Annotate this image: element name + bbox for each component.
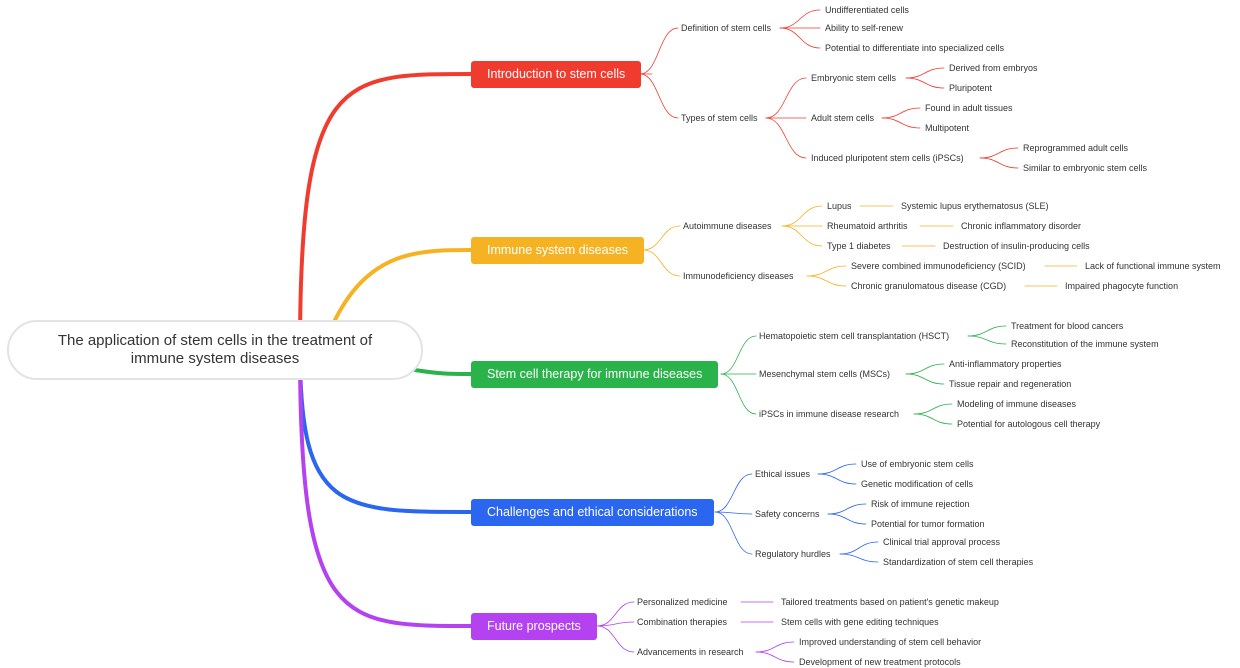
- node-ipscs-research[interactable]: iPSCs in immune disease research: [759, 409, 900, 419]
- branch-challenges[interactable]: Challenges and ethical considerations: [471, 499, 714, 526]
- node-types-of-stem-cells[interactable]: Types of stem cells: [681, 113, 758, 123]
- node-safety-concerns[interactable]: Safety concerns: [755, 509, 820, 519]
- leaf-stem-cell-behavior[interactable]: Improved understanding of stem cell beha…: [799, 637, 982, 647]
- root-topic[interactable]: The application of stem cells in the tre…: [7, 320, 423, 380]
- leaf-trial-approval[interactable]: Clinical trial approval process: [883, 537, 1001, 547]
- node-definition-of-stem-cells[interactable]: Definition of stem cells: [681, 23, 772, 33]
- branch-stem-cell-therapy[interactable]: Stem cell therapy for immune diseases: [471, 361, 719, 388]
- leaf-undifferentiated-cells[interactable]: Undifferentiated cells: [825, 5, 909, 15]
- leaf-gene-editing[interactable]: Stem cells with gene editing techniques: [781, 617, 939, 627]
- leaf-immune-reconstitution[interactable]: Reconstitution of the immune system: [1011, 339, 1159, 349]
- node-advancements-in-research[interactable]: Advancements in research: [637, 647, 744, 657]
- leaf-impaired-phagocyte[interactable]: Impaired phagocyte function: [1065, 281, 1179, 291]
- branch-future-prospects[interactable]: Future prospects: [471, 613, 597, 640]
- leaf-derived-from-embryos[interactable]: Derived from embryos: [949, 63, 1038, 73]
- node-cgd[interactable]: Chronic granulomatous disease (CGD): [851, 281, 1007, 291]
- leaf-lack-of-immune-system[interactable]: Lack of functional immune system: [1085, 261, 1221, 271]
- node-type-1-diabetes[interactable]: Type 1 diabetes: [827, 241, 891, 251]
- leaf-self-renew[interactable]: Ability to self-renew: [825, 23, 904, 33]
- leaf-immune-rejection[interactable]: Risk of immune rejection: [871, 499, 970, 509]
- node-ipscs[interactable]: Induced pluripotent stem cells (iPSCs): [811, 153, 964, 163]
- leaf-insulin-destruction[interactable]: Destruction of insulin-producing cells: [943, 241, 1090, 251]
- leaf-tissue-repair[interactable]: Tissue repair and regeneration: [949, 379, 1072, 389]
- node-hsct[interactable]: Hematopoietic stem cell transplantation …: [759, 331, 950, 341]
- branch-immune-system-diseases[interactable]: Immune system diseases: [471, 237, 645, 264]
- node-adult-stem-cells[interactable]: Adult stem cells: [811, 113, 875, 123]
- node-autoimmune-diseases[interactable]: Autoimmune diseases: [683, 221, 772, 231]
- leaf-new-protocols[interactable]: Development of new treatment protocols: [799, 657, 961, 667]
- node-mscs[interactable]: Mesenchymal stem cells (MSCs): [759, 369, 891, 379]
- leaf-similar-to-embryonic[interactable]: Similar to embryonic stem cells: [1023, 163, 1148, 173]
- leaf-genetic-modification[interactable]: Genetic modification of cells: [861, 479, 974, 489]
- branch-introduction[interactable]: Introduction to stem cells: [471, 61, 642, 88]
- root-title: The application of stem cells in the tre…: [57, 332, 373, 367]
- leaf-found-in-adult-tissues[interactable]: Found in adult tissues: [925, 103, 1013, 113]
- leaf-reprogrammed-adult-cells[interactable]: Reprogrammed adult cells: [1023, 143, 1129, 153]
- leaf-blood-cancers[interactable]: Treatment for blood cancers: [1011, 321, 1124, 331]
- leaf-multipotent[interactable]: Multipotent: [925, 123, 970, 133]
- leaf-tailored-treatments[interactable]: Tailored treatments based on patient's g…: [781, 597, 999, 607]
- leaf-differentiate[interactable]: Potential to differentiate into speciali…: [825, 43, 1004, 53]
- node-embryonic-stem-cells[interactable]: Embryonic stem cells: [811, 73, 897, 83]
- leaf-sle[interactable]: Systemic lupus erythematosus (SLE): [901, 201, 1049, 211]
- leaf-embryonic-use[interactable]: Use of embryonic stem cells: [861, 459, 974, 469]
- leaf-modeling-diseases[interactable]: Modeling of immune diseases: [957, 399, 1077, 409]
- node-lupus[interactable]: Lupus: [827, 201, 852, 211]
- node-personalized-medicine[interactable]: Personalized medicine: [637, 597, 728, 607]
- leaf-pluripotent[interactable]: Pluripotent: [949, 83, 993, 93]
- leaf-tumor-formation[interactable]: Potential for tumor formation: [871, 519, 985, 529]
- node-immunodeficiency-diseases[interactable]: Immunodeficiency diseases: [683, 271, 794, 281]
- node-combination-therapies[interactable]: Combination therapies: [637, 617, 728, 627]
- node-regulatory-hurdles[interactable]: Regulatory hurdles: [755, 549, 831, 559]
- node-ethical-issues[interactable]: Ethical issues: [755, 469, 811, 479]
- leaf-anti-inflammatory[interactable]: Anti-inflammatory properties: [949, 359, 1062, 369]
- node-rheumatoid-arthritis[interactable]: Rheumatoid arthritis: [827, 221, 908, 231]
- leaf-standardization[interactable]: Standardization of stem cell therapies: [883, 557, 1034, 567]
- leaf-autologous-therapy[interactable]: Potential for autologous cell therapy: [957, 419, 1101, 429]
- node-scid[interactable]: Severe combined immunodeficiency (SCID): [851, 261, 1026, 271]
- leaf-chronic-inflammatory[interactable]: Chronic inflammatory disorder: [961, 221, 1082, 231]
